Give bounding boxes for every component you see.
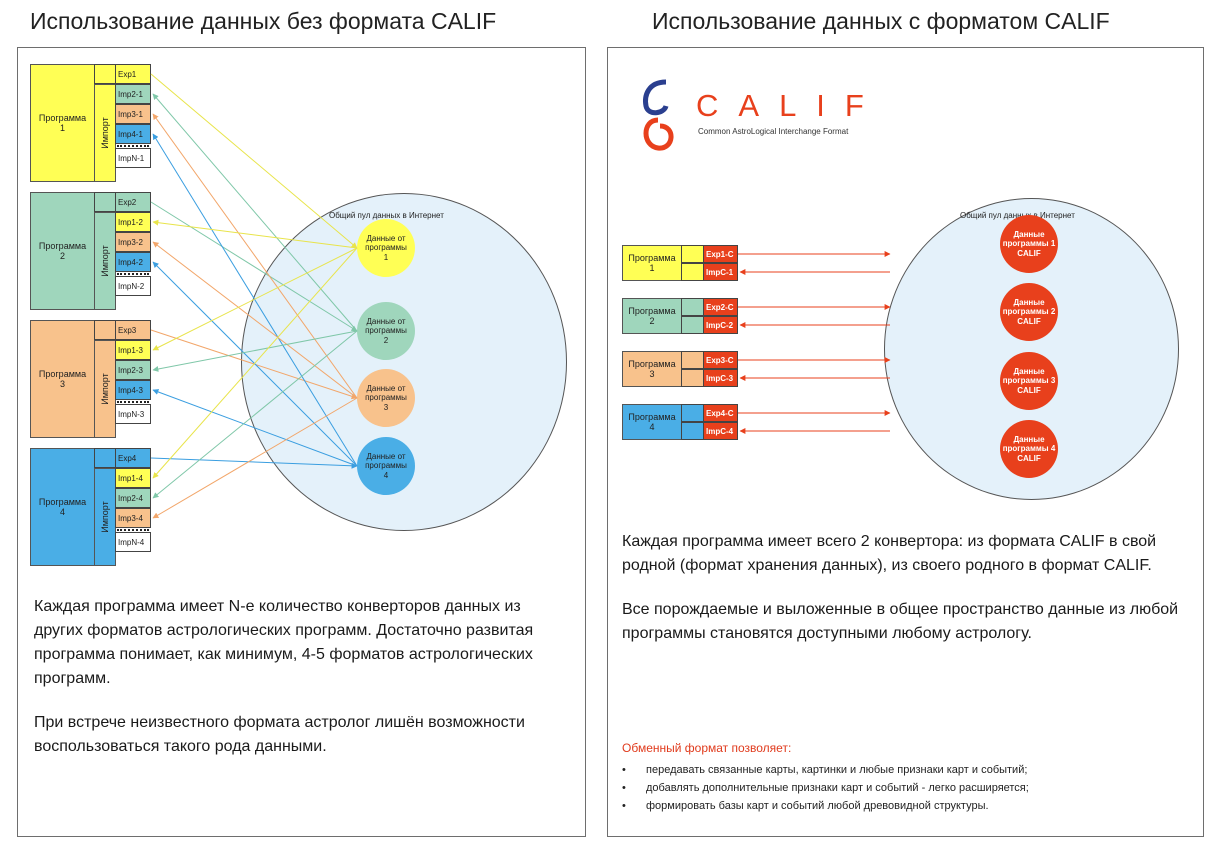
import-slot: Imp4-3: [115, 380, 151, 400]
advantage-item: добавлять дополнительные признаки карт и…: [618, 779, 1198, 797]
export-calif-slot: Exp3-C: [703, 351, 738, 369]
import-slot: Imp2-1: [115, 84, 151, 104]
export-calif-slot: Exp4-C: [703, 404, 738, 422]
program-2-box: Программа 2: [30, 192, 95, 310]
export-slot: Exp3: [115, 320, 151, 340]
import-calif-slot: ImpC-3: [703, 369, 738, 387]
calif-node-program-3: Данные программы 3 CALIF: [1000, 352, 1058, 410]
export-slot: Exp4: [115, 448, 151, 468]
import-arrow: [152, 389, 358, 467]
right-panel: CALIF Common AstroLogical Interchange For…: [607, 47, 1204, 837]
advantage-item: формировать базы карт и событий любой др…: [618, 797, 1198, 815]
import-slot: Imp2-3: [115, 360, 151, 380]
import-arrow: [152, 219, 358, 249]
import-arrow: [152, 330, 358, 372]
import-slot: Imp3-2: [115, 232, 151, 252]
calif-logo-subtitle: Common AstroLogical Interchange Format: [698, 127, 849, 136]
import-arrow: [152, 241, 358, 399]
import-arrow: [152, 133, 358, 467]
import-slot: Imp4-1: [115, 124, 151, 144]
more-dots: [117, 401, 149, 403]
calif-node-program-2: Данные программы 2 CALIF: [1000, 283, 1058, 341]
right-description: Каждая программа имеет всего 2 конвертор…: [622, 530, 1182, 666]
program-3-box: Программа 3: [622, 351, 682, 387]
import-slot: Imp2-4: [115, 488, 151, 508]
program-4-box: Программа 4: [622, 404, 682, 440]
left-paragraph-2: При встрече неизвестного формата астроло…: [34, 714, 525, 755]
export-calif-slot: Exp1-C: [703, 245, 738, 263]
import-slot-n: ImpN-4: [115, 532, 151, 552]
advantages-title: Обменный формат позволяет:: [622, 741, 792, 755]
right-panel-title: Использование данных с форматом CALIF: [652, 8, 1110, 34]
import-calif-slot: ImpC-4: [703, 422, 738, 440]
import-arrow: [152, 261, 358, 467]
import-slot: Imp4-2: [115, 252, 151, 272]
import-slot-n: ImpN-3: [115, 404, 151, 424]
advantages-list: передавать связанные карты, картинки и л…: [618, 761, 1198, 815]
program-1-box: Программа 1: [622, 245, 682, 281]
import-slot: Imp1-3: [115, 340, 151, 360]
import-slot-n: ImpN-1: [115, 148, 151, 168]
data-node-program-4: Данные от программы 4: [357, 437, 415, 495]
left-arrows: [150, 73, 358, 519]
calif-node-program-1: Данные программы 1 CALIF: [1000, 215, 1058, 273]
calif-logo-icon: [643, 79, 674, 151]
export-arrow: [150, 201, 358, 332]
export-calif-slot: Exp2-C: [703, 298, 738, 316]
more-dots: [117, 529, 149, 531]
right-paragraph-1: Каждая программа имеет всего 2 конвертор…: [622, 533, 1157, 574]
more-dots: [117, 145, 149, 147]
left-paragraph-1: Каждая программа имеет N-е количество ко…: [34, 598, 534, 687]
import-slot-n: ImpN-2: [115, 276, 151, 296]
data-node-program-2: Данные от программы 2: [357, 302, 415, 360]
data-pool-label: Общий пул данных в Интернет: [329, 211, 444, 220]
import-slot: Imp1-4: [115, 468, 151, 488]
right-paragraph-2: Все порождаемые и выложенные в общее про…: [622, 601, 1179, 642]
calif-logo-letters: CALIF: [696, 88, 884, 123]
data-pool-label: Общий пул данных в Интернет: [960, 211, 1075, 220]
import-slot: Imp1-2: [115, 212, 151, 232]
import-calif-slot: ImpC-1: [703, 263, 738, 281]
calif-node-program-4: Данные программы 4 CALIF: [1000, 420, 1058, 478]
export-slot: Exp1: [115, 64, 151, 84]
import-arrow: [152, 113, 358, 399]
data-node-program-1: Данные от программы 1: [357, 219, 415, 277]
advantage-item: передавать связанные карты, картинки и л…: [618, 761, 1198, 779]
more-dots: [117, 273, 149, 275]
export-arrow: [150, 73, 358, 249]
left-panel-title: Использование данных без формата CALIF: [30, 8, 497, 34]
export-slot: Exp2: [115, 192, 151, 212]
import-arrow: [152, 397, 358, 519]
import-arrow: [152, 247, 358, 351]
program-3-box: Программа 3: [30, 320, 95, 438]
data-node-program-3: Данные от программы 3: [357, 369, 415, 427]
import-arrow: [152, 247, 358, 479]
import-calif-slot: ImpC-2: [703, 316, 738, 334]
program-1-box: Программа 1: [30, 64, 95, 182]
program-2-box: Программа 2: [622, 298, 682, 334]
import-slot: Imp3-4: [115, 508, 151, 528]
left-description: Каждая программа имеет N-е количество ко…: [34, 595, 559, 779]
export-arrow: [150, 457, 358, 469]
right-arrows: [738, 251, 891, 434]
import-arrow: [152, 330, 358, 499]
import-slot: Imp3-1: [115, 104, 151, 124]
import-arrow: [152, 93, 358, 332]
